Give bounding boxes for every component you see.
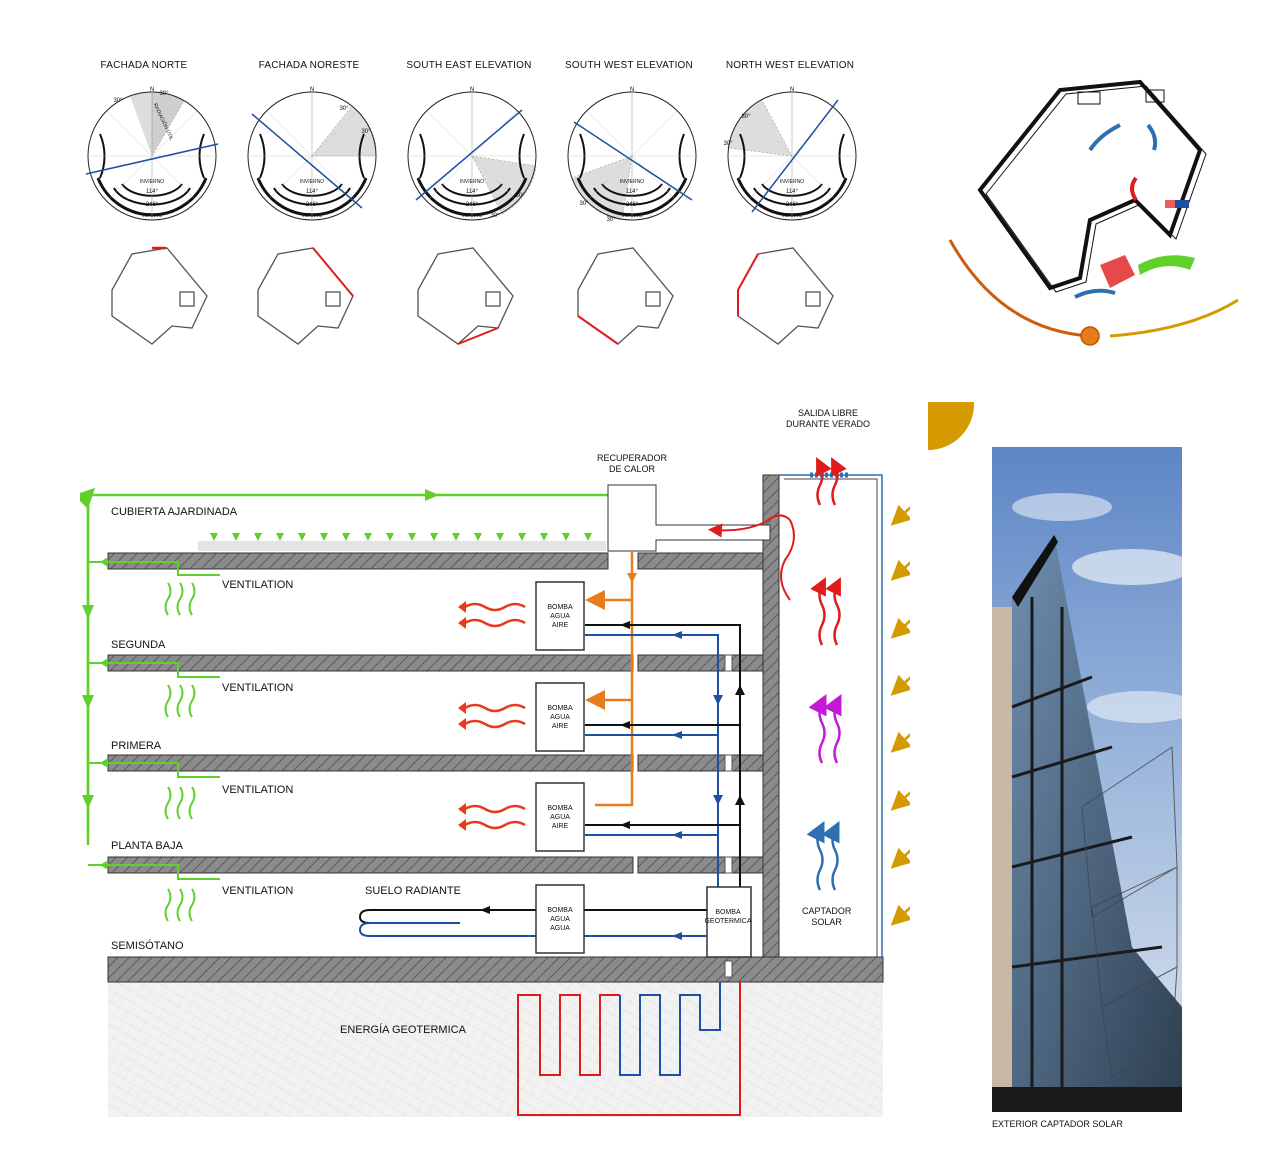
winter-degree: 114° [466,189,478,195]
winter-degree: 114° [306,189,318,195]
angle-label: 30° [515,193,525,199]
pump-air-label: BOMBA AGUA AIRE [536,704,584,731]
winter-label: INVIERNO [619,179,645,185]
summer-label: VERANO [141,213,163,219]
summer-label: VERANO [461,213,483,219]
elevation-title-southwest: SOUTH WEST ELEVATION [565,60,693,71]
heat-recovery-line2: DE CALOR [609,464,656,474]
pump-air-label: BOMBA AGUA AIRE [536,804,584,831]
free-exit-line2: DURANTE VERADO [786,419,871,429]
winter-degree: 114° [626,189,638,195]
pump-line: AIRE [551,723,569,730]
roof-label: CUBIERTA AJARDINADA [111,506,238,518]
geothermal-label: ENERGÍA GEOTERMICA [340,1024,466,1036]
pump-line: AGUA [550,714,570,721]
summer-degree: 246° [625,202,639,208]
pump-line: AIRE [551,823,569,830]
section-diagram [80,457,910,1117]
north-label: N [789,87,795,93]
elevation-title-north: FACHADA NORTE [100,60,188,71]
sun-path-diagrams [85,90,858,345]
ventilation-label: VENTILATION [222,885,294,897]
free-exit-line1: SALIDA LIBRE [797,408,859,418]
facade-photo [992,447,1182,1112]
pump-line: BOMBA [547,907,573,914]
radiant-floor-label: SUELO RADIANTE [365,885,461,897]
elevation-title-northwest: NORTH WEST ELEVATION [725,60,855,71]
north-label: N [309,87,315,93]
angle-label: 30° [159,91,169,97]
summer-degree: 246° [305,202,319,208]
sun-icon [928,402,975,451]
building-plan [948,79,1239,346]
ventilation-label: VENTILATION [222,784,294,796]
angle-label: 30° [361,129,371,135]
pump-line: GEOTERMICA [704,918,752,925]
north-label: N [149,87,155,93]
angle-label: 30° [339,106,349,112]
angle-label: 30° [741,114,751,120]
pump-water-label: BOMBA AGUA AGUA [536,906,584,933]
floor-label-segunda: SEGUNDA [111,639,166,651]
pump-line: BOMBA [547,705,573,712]
floor-label-primera: PRIMERA [111,740,162,752]
pump-line: AIRE [551,622,569,629]
summer-degree: 246° [145,202,159,208]
pump-line: BOMBA [715,909,741,916]
photo-caption: EXTERIOR CAPTADOR SOLAR [992,1119,1123,1129]
solar-collector-line2: SOLAR [811,917,842,927]
heat-recovery-line1: RECUPERADOR [597,453,668,463]
winter-label: INVIERNO [139,179,165,185]
pump-line: AGUA [550,925,570,932]
north-label: N [469,87,475,93]
pump-line: AGUA [550,916,570,923]
pump-air-label: BOMBA AGUA AIRE [536,603,584,630]
ventilation-label: VENTILATION [222,682,294,694]
solar-collector-label: CAPTADOR SOLAR [802,906,851,928]
winter-degree: 114° [786,189,798,195]
summer-label: VERANO [781,213,803,219]
solar-collector-line1: CAPTADOR [802,906,852,916]
winter-degree: 114° [146,189,158,195]
winter-label: INVIERNO [299,179,325,185]
angle-label: 30° [606,217,616,223]
pump-line: AGUA [550,814,570,821]
angle-label: 30° [113,98,123,104]
pump-line: AGUA [550,613,570,620]
summer-degree: 246° [785,202,799,208]
angle-label: 30° [723,141,733,147]
floor-label-planta-baja: PLANTA BAJA [111,840,183,852]
summer-label: VERANO [621,213,643,219]
heat-recovery-label: RECUPERADOR DE CALOR [597,453,667,475]
free-exit-label: SALIDA LIBRE DURANTE VERADO [786,408,870,430]
ventilation-label: VENTILATION [222,579,294,591]
pump-line: BOMBA [547,604,573,611]
elevation-title-northeast: FACHADA NORESTE [258,60,360,71]
floor-label-semisotano: SEMISÓTANO [111,940,184,952]
pump-geo-label: BOMBA GEOTERMICA [704,908,752,926]
summer-degree: 246° [465,202,479,208]
winter-label: INVIERNO [459,179,485,185]
elevation-title-southeast: SOUTH EAST ELEVATION [406,60,532,71]
pump-line: BOMBA [547,805,573,812]
summer-label: VERANO [301,213,323,219]
angle-label: 30° [490,213,500,219]
north-label: N [629,87,635,93]
winter-label: INVIERNO [779,179,805,185]
angle-label: 30° [579,201,589,207]
